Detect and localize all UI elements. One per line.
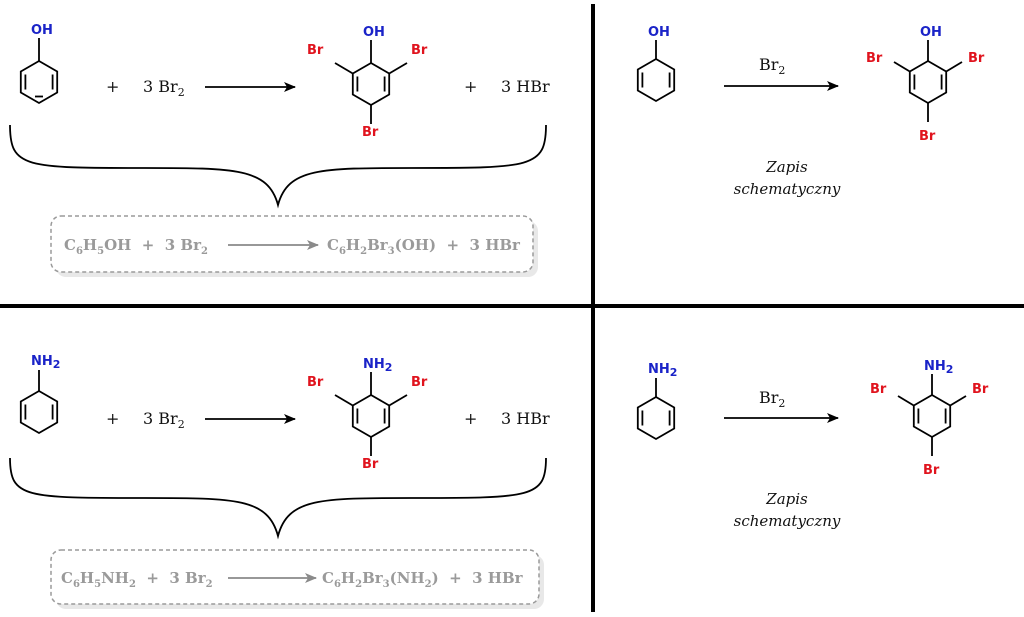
- schematic-note-line2: schematyczny: [734, 512, 841, 530]
- quadrant-aniline-full: NH2 + 3 Br2 NH2 Br Br Br + 3 HBr C6H5NH2…: [9, 354, 550, 609]
- reagent-bromine: 3 Br2: [143, 77, 185, 99]
- quadrant-phenol-schematic: OH Br2 OH Br Br Br Zapis schematyczny: [636, 25, 985, 198]
- nh2-label: NH2: [31, 354, 60, 371]
- arrow-label-bromine: Br2: [759, 388, 785, 410]
- schematic-note-line2: schematyczny: [734, 180, 841, 198]
- svg-text:Br: Br: [411, 375, 428, 390]
- plus-sign: +: [106, 409, 119, 428]
- svg-text:OH: OH: [363, 25, 385, 40]
- schematic-note-line1: Zapis: [765, 490, 808, 508]
- svg-text:NH2: NH2: [648, 362, 677, 379]
- plus-sign-2: +: [464, 77, 477, 96]
- curly-brace: [9, 124, 547, 209]
- svg-text:Br: Br: [307, 375, 324, 390]
- phenol-reactant: OH: [636, 25, 676, 103]
- curly-brace: [9, 457, 547, 540]
- aniline-reactant: NH2: [19, 354, 60, 435]
- plus-sign-2: +: [464, 409, 477, 428]
- byproduct-hbr: 3 HBr: [501, 409, 550, 428]
- svg-text:Br: Br: [923, 463, 940, 478]
- tribromophenol-product: OH Br Br Br: [307, 25, 428, 140]
- svg-text:Br: Br: [866, 51, 883, 66]
- quadrant-phenol-full: OH + 3 Br2 OH Br Br Br + 3 HBr C6H5OH + …: [9, 23, 550, 277]
- aniline-reactant: NH2: [636, 362, 677, 441]
- svg-text:Br: Br: [411, 43, 428, 58]
- reagent-bromine: 3 Br2: [143, 409, 185, 431]
- summary-box: C6H5OH + 3 Br2 C6H2Br3(OH) + 3 HBr: [50, 215, 538, 277]
- svg-text:Br: Br: [919, 129, 936, 144]
- summary-rhs: C6H2Br3(OH) + 3 HBr: [327, 236, 521, 257]
- svg-text:Br: Br: [362, 457, 379, 472]
- svg-text:Br: Br: [362, 125, 379, 140]
- svg-text:Br: Br: [870, 382, 887, 397]
- tribromoaniline-product: NH2 Br Br Br: [307, 357, 428, 472]
- svg-text:Br: Br: [968, 51, 985, 66]
- svg-text:NH2: NH2: [924, 359, 953, 376]
- quadrant-aniline-schematic: NH2 Br2 NH2 Br Br Br Zapis schematyczny: [636, 359, 989, 530]
- svg-text:OH: OH: [648, 25, 670, 40]
- byproduct-hbr: 3 HBr: [501, 77, 550, 96]
- tribromoaniline-product: NH2 Br Br Br: [870, 359, 989, 478]
- svg-text:NH2: NH2: [363, 357, 392, 374]
- svg-text:Br: Br: [972, 382, 989, 397]
- summary-lhs: C6H5NH2 + 3 Br2: [61, 569, 213, 590]
- svg-text:Br: Br: [307, 43, 324, 58]
- arrow-label-bromine: Br2: [759, 55, 785, 77]
- summary-lhs: C6H5OH + 3 Br2: [64, 236, 208, 257]
- summary-rhs: C6H2Br3(NH2) + 3 HBr: [322, 569, 524, 590]
- svg-text:OH: OH: [920, 25, 942, 40]
- summary-box: C6H5NH2 + 3 Br2 C6H2Br3(NH2) + 3 HBr: [50, 549, 544, 609]
- plus-sign: +: [106, 77, 119, 96]
- oh-label: OH: [31, 23, 53, 38]
- phenol-reactant: OH: [19, 23, 59, 105]
- tribromophenol-product: OH Br Br Br: [866, 25, 985, 144]
- schematic-note-line1: Zapis: [765, 158, 808, 176]
